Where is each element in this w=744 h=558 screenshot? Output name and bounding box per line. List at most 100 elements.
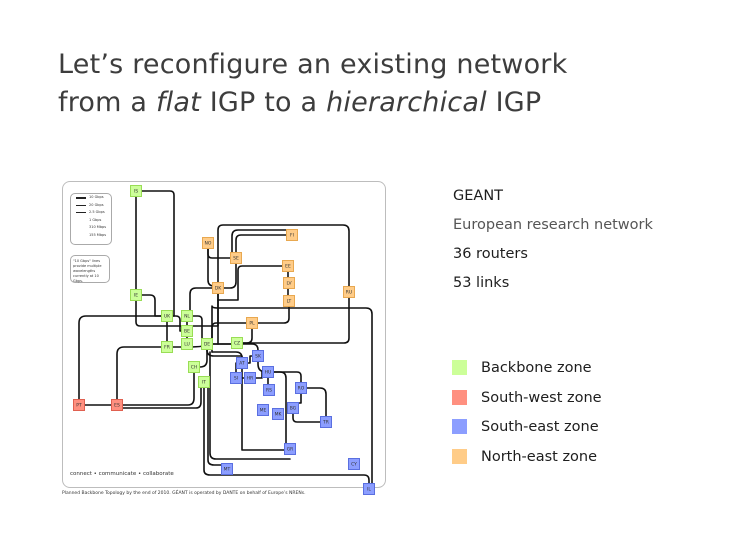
network-link — [189, 287, 219, 317]
router-label: IS — [134, 189, 138, 195]
router-node-lt: LT — [283, 295, 295, 307]
network-link — [267, 371, 302, 389]
network-link — [207, 242, 219, 287]
title-text: IGP to a — [200, 87, 327, 118]
router-node-il: IL — [363, 483, 375, 495]
network-description: European research network — [453, 217, 653, 233]
network-name: GEANT — [453, 188, 504, 204]
router-label: TR — [322, 420, 329, 426]
south-west-swatch — [452, 389, 467, 405]
bandwidth-legend-item: 2.5 Gbps — [71, 209, 111, 217]
router-label: PT — [76, 403, 82, 409]
slide-title: Let’s reconfigure an existing network fr… — [58, 46, 567, 122]
network-link — [211, 305, 373, 490]
legend-label: South-east zone — [481, 419, 599, 435]
router-label: BG — [290, 406, 297, 412]
network-link — [217, 224, 350, 293]
router-label: LU — [184, 342, 190, 348]
router-label: IL — [367, 487, 371, 493]
router-node-is: IS — [130, 185, 142, 197]
router-node-fi: FI — [286, 229, 298, 241]
title-text: IGP — [486, 87, 542, 118]
network-link — [116, 366, 195, 406]
network-link — [78, 315, 168, 406]
router-node-sk: SK — [252, 350, 264, 362]
network-link — [209, 351, 291, 460]
router-label: AT — [239, 361, 245, 367]
map-tagline: connect • communicate • collaborate — [70, 471, 174, 477]
router-count: 36 routers — [453, 246, 528, 262]
router-node-hu: HU — [262, 366, 274, 378]
link-count: 53 links — [453, 275, 510, 291]
router-label: GR — [287, 447, 294, 453]
router-node-es: ES — [111, 399, 123, 411]
router-node-ro: RO — [295, 382, 307, 394]
network-link — [251, 300, 290, 324]
router-node-nl: NL — [181, 310, 193, 322]
router-label: EE — [285, 264, 291, 270]
router-label: HR — [247, 376, 254, 382]
bandwidth-legend-item: 20 Gbps — [71, 202, 111, 210]
network-link — [135, 190, 219, 327]
router-node-me: ME — [257, 404, 269, 416]
legend-label: Backbone zone — [481, 360, 592, 376]
network-link — [217, 265, 289, 301]
network-link — [203, 381, 370, 490]
network-link — [116, 381, 202, 409]
network-link — [207, 381, 228, 466]
router-label: MT — [224, 467, 231, 473]
router-node-fr: FR — [161, 341, 173, 353]
legend-label: North-east zone — [481, 448, 598, 465]
router-node-cz: CZ — [231, 337, 243, 349]
legend-label: South-west zone — [481, 389, 602, 406]
router-node-at: AT — [236, 357, 248, 369]
router-label: FI — [290, 233, 294, 239]
router-node-hr: HR — [244, 372, 256, 384]
router-label: DE — [204, 342, 210, 348]
router-node-ch: CH — [188, 361, 200, 373]
title-emphasis-flat: flat — [155, 87, 201, 118]
router-label: CY — [351, 462, 357, 468]
network-link — [135, 190, 175, 317]
router-label: RU — [346, 290, 352, 296]
router-label: NO — [205, 241, 212, 247]
router-label: DK — [215, 286, 222, 292]
router-node-pt: PT — [73, 399, 85, 411]
router-node-rs: RS — [263, 384, 275, 396]
bandwidth-legend-item: 1 Gbps — [89, 217, 102, 222]
router-node-de: DE — [201, 338, 213, 350]
bandwidth-legend-item: 10 Gbps — [71, 194, 111, 202]
network-link — [241, 362, 291, 451]
backbone-swatch — [452, 360, 467, 375]
network-link — [217, 257, 237, 289]
network-link — [236, 291, 350, 344]
router-label: PL — [249, 321, 255, 327]
network-info: GEANT European research network 36 route… — [453, 182, 653, 298]
map-caption: Planned Backbone Topology by the end of … — [62, 491, 306, 496]
router-label: UK — [164, 314, 171, 320]
router-node-mk: MK — [272, 408, 284, 420]
router-node-uk: UK — [161, 310, 173, 322]
network-link — [211, 351, 243, 359]
router-label: IT — [202, 380, 206, 386]
router-label: LV — [286, 281, 292, 287]
north-east-swatch — [452, 448, 467, 464]
network-link — [135, 294, 168, 317]
router-label: CH — [191, 365, 198, 371]
router-node-ie: IE — [130, 289, 142, 301]
router-node-be: BE — [181, 325, 193, 337]
router-node-si: SI — [230, 372, 242, 384]
router-node-no: NO — [202, 237, 214, 249]
router-label: SK — [255, 354, 262, 360]
router-label: SI — [234, 376, 238, 382]
bandwidth-legend: 10 Gbps 20 Gbps 2.5 Gbps 1 Gbps 310 Mbps… — [70, 193, 112, 245]
network-link — [166, 315, 188, 332]
router-label: ES — [114, 403, 120, 409]
router-node-lv: LV — [283, 277, 295, 289]
router-node-se: SE — [230, 252, 242, 264]
bandwidth-legend-item: 310 Mbps — [89, 225, 107, 229]
router-node-ru: RU — [343, 286, 355, 298]
router-label: ME — [260, 408, 267, 414]
network-link — [300, 387, 327, 423]
title-line-1: Let’s reconfigure an existing network — [58, 49, 568, 80]
